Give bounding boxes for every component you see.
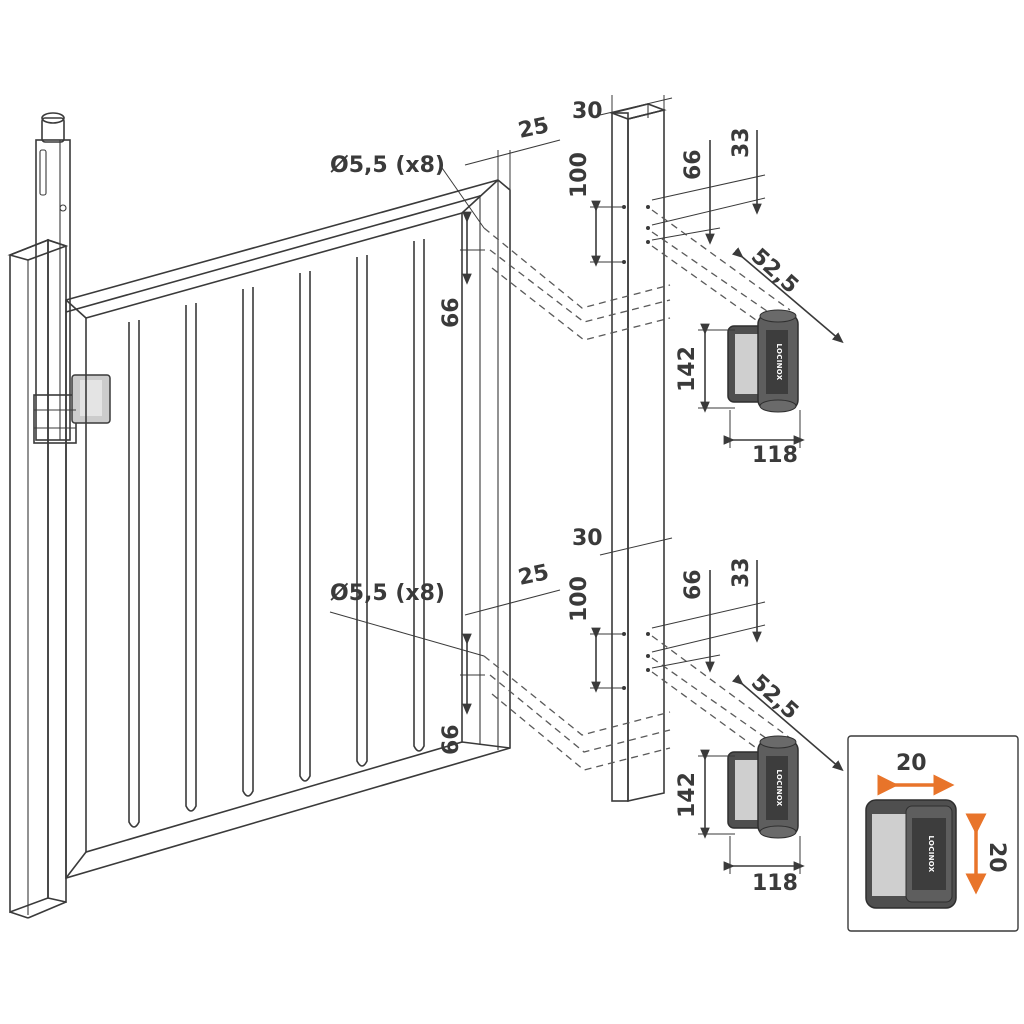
hinge-post xyxy=(609,103,667,802)
bottom-width-label: 118 xyxy=(752,871,798,896)
bottom-height-label: 142 xyxy=(675,772,700,818)
top-hinge: LOCINOX xyxy=(727,309,799,413)
top-frame-spacing-label: 66 xyxy=(439,297,464,328)
gate-frame xyxy=(65,179,511,880)
bottom-depth-label: 52,5 xyxy=(746,670,803,725)
top-hole-label: Ø5,5 (x8) xyxy=(330,153,445,178)
bottom-offset-33-label: 33 xyxy=(729,557,754,588)
top-width-label: 118 xyxy=(752,443,798,468)
top-spacing-66-label: 66 xyxy=(681,149,706,180)
left-gate-post xyxy=(7,238,69,919)
top-offset-33-label: 33 xyxy=(729,127,754,158)
inset-brand-label: LOCINOX xyxy=(927,836,935,873)
drop-bolt xyxy=(33,112,111,444)
inset-height-label: 20 xyxy=(984,842,1009,873)
inset-detail: LOCINOX 20 20 xyxy=(847,735,1019,932)
bottom-hinge: LOCINOX xyxy=(727,735,799,839)
top-spacing-100-label: 100 xyxy=(567,152,592,198)
inset-width-label: 20 xyxy=(896,751,927,776)
bottom-offset-label: 25 xyxy=(516,560,551,591)
top-dimension-lines xyxy=(439,95,844,448)
bottom-frame-spacing-label: 66 xyxy=(439,724,464,755)
hinge-brand-label: LOCINOX xyxy=(775,770,783,807)
bottom-spacing-66-label: 66 xyxy=(681,569,706,600)
bottom-dimension-lines xyxy=(329,537,844,874)
bottom-hole-label: Ø5,5 (x8) xyxy=(330,581,445,606)
top-offset-label: 25 xyxy=(516,113,551,144)
projection-lines xyxy=(483,209,791,771)
hinge-brand-label: LOCINOX xyxy=(775,344,783,381)
top-depth-label: 52,5 xyxy=(746,244,803,299)
top-height-label: 142 xyxy=(675,346,700,392)
post-holes xyxy=(622,205,650,690)
bottom-spacing-100-label: 100 xyxy=(567,576,592,622)
gate-bars xyxy=(128,239,425,828)
bottom-post-width-label: 30 xyxy=(572,526,603,551)
top-post-width-label: 30 xyxy=(572,99,603,124)
